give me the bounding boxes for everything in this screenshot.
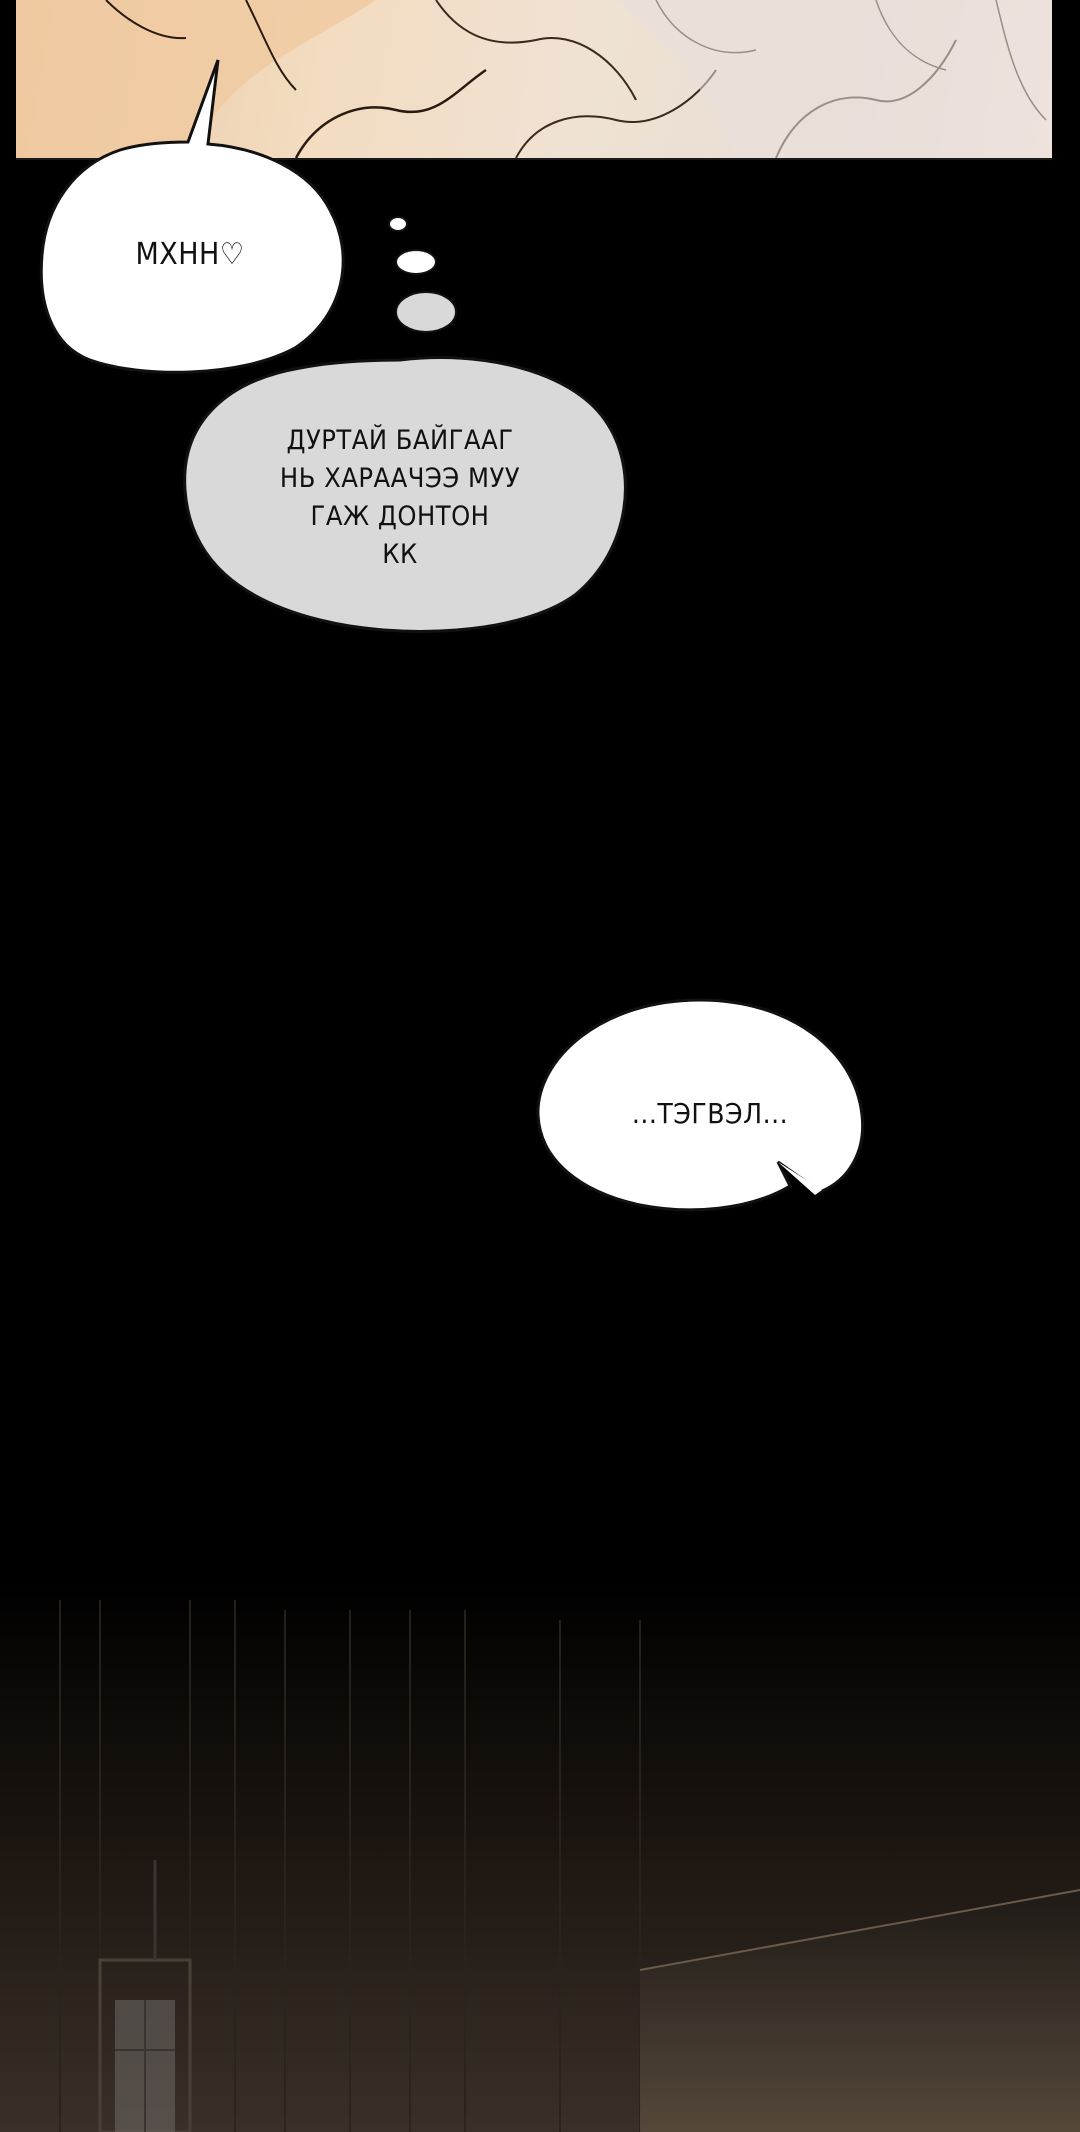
bubble-1-label: МХНН♡ bbox=[135, 237, 245, 272]
thought-dot-large bbox=[395, 291, 457, 333]
bubble-2-label: ...ТЭГВЭЛ... bbox=[631, 1097, 789, 1130]
bubble-2-text: ...ТЭГВЭЛ... bbox=[560, 1095, 860, 1133]
bedsheet-illustration bbox=[16, 0, 1052, 158]
thought-dot-medium bbox=[395, 249, 437, 275]
speech-bubble-2 bbox=[536, 998, 865, 1212]
thought-dot-small bbox=[388, 216, 408, 232]
speech-bubbles-layer bbox=[39, 59, 865, 1212]
speech-bubble-1 bbox=[39, 59, 345, 374]
thought-line-3: ГАЖ ДОНТОН bbox=[310, 501, 490, 532]
thought-bubble-text: ДУРТАЙ БАЙГААГ НЬ ХАРААЧЭЭ МУУ ГАЖ ДОНТО… bbox=[230, 422, 570, 574]
thought-line-4: КК bbox=[382, 539, 418, 570]
dark-room-background bbox=[0, 1580, 1080, 2132]
thought-line-1: ДУРТАЙ БАЙГААГ bbox=[286, 425, 514, 456]
thought-line-2: НЬ ХАРААЧЭЭ МУУ bbox=[279, 463, 521, 494]
thought-bubble bbox=[183, 356, 627, 633]
top-illustration-panel bbox=[16, 0, 1052, 160]
bubble-1-text: МХНН♡ bbox=[70, 236, 310, 274]
room-pillars-illustration bbox=[0, 1580, 1080, 2132]
